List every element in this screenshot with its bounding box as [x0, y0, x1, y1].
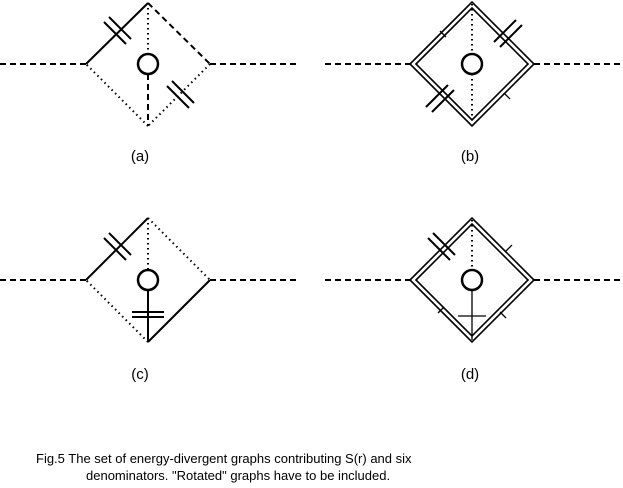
graph-a [0, 2, 296, 127]
edge-upper-left [85, 2, 149, 65]
edge-upper-right [147, 2, 211, 65]
loop-circle [136, 52, 160, 76]
double-edges [408, 216, 536, 344]
panel-label-b: (b) [460, 148, 480, 165]
arrow-ticks [437, 244, 513, 319]
loop-circle [136, 268, 160, 292]
loop-circle [460, 52, 484, 76]
cut-mark-upper-right [493, 19, 523, 48]
graph-c [0, 217, 296, 343]
cut-mark-upper-left [103, 232, 132, 261]
cut-mark-lower-left [425, 84, 455, 113]
cut-mark-vertical [132, 311, 164, 318]
cut-mark-upper-left [427, 232, 456, 261]
caption-line-2: denominators. "Rotated" graphs have to b… [86, 468, 391, 483]
graph-d [325, 216, 620, 344]
panel-label-c: (c) [131, 366, 149, 383]
edge-upper-right [147, 217, 211, 281]
loop-circle [460, 268, 484, 292]
edge-lower-right [147, 63, 211, 127]
figure-caption: Fig.5 The set of energy-divergent graphs… [36, 450, 596, 484]
double-edges [408, 0, 536, 128]
edge-lower-left [85, 63, 149, 127]
cut-mark-upper-left [103, 16, 132, 45]
edge-lower-right [147, 279, 211, 343]
cut-mark-lower-right [166, 80, 195, 109]
graph-b [325, 0, 620, 128]
edge-upper-left [85, 217, 149, 281]
panel-label-a: (a) [130, 148, 150, 165]
arrow-ticks [439, 30, 511, 100]
caption-line-1: Fig.5 The set of energy-divergent graphs… [36, 451, 412, 466]
panel-label-d: (d) [460, 366, 480, 383]
